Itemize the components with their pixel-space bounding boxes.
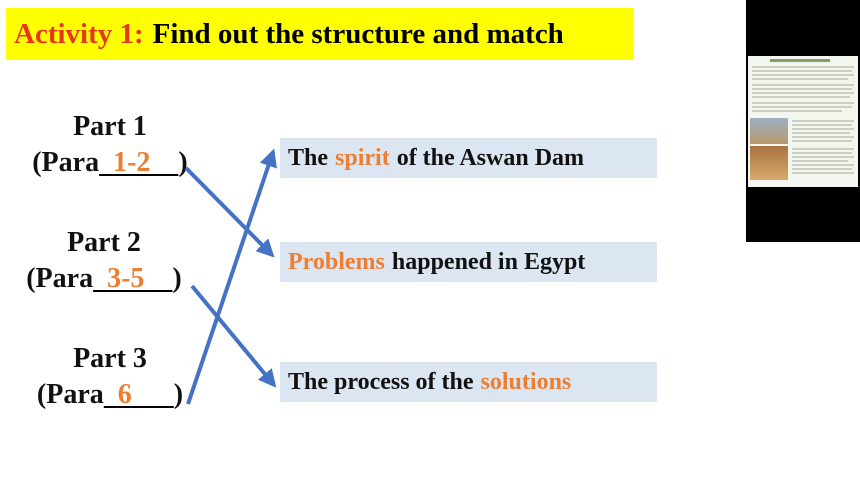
part-2-answer: 3-5	[107, 263, 145, 294]
part-1-blank: 1-2	[99, 145, 178, 181]
option-solutions[interactable]: The process of the solutions	[280, 362, 657, 402]
option-3-pre: The process of the	[288, 368, 474, 395]
part-3-close: )	[173, 379, 184, 410]
arrow-part1-to-problems	[184, 166, 275, 258]
option-3-highlight: solutions	[480, 368, 572, 395]
part-3-blank: 6	[104, 377, 174, 413]
option-problems[interactable]: Problems happened in Egypt	[280, 242, 657, 282]
textbook-page-image	[748, 56, 858, 187]
part-2-label: Part 2	[67, 227, 141, 258]
option-spirit[interactable]: The spirit of the Aswan Dam	[280, 138, 657, 178]
part-2-para: (Para 3-5 )	[14, 261, 194, 297]
option-2-post: happened in Egypt	[391, 248, 586, 275]
option-2-highlight: Problems	[288, 248, 385, 275]
part-1-label: Part 1	[73, 111, 147, 142]
part-2-para-open: (Para	[26, 263, 94, 294]
option-1-pre: The	[288, 144, 329, 171]
arrow-part2-to-solutions	[190, 284, 277, 388]
part-3: Part 3 (Para 6 )	[20, 341, 200, 413]
part-2-blank: 3-5	[93, 261, 172, 297]
part-1-close: )	[178, 147, 188, 178]
part-2-close: )	[172, 263, 182, 294]
part-3-answer: 6	[117, 379, 132, 410]
part-1-para-open: (Para	[32, 147, 100, 178]
option-1-post: of the Aswan Dam	[396, 144, 585, 171]
part-2: Part 2 (Para 3-5 )	[14, 225, 194, 297]
textbook-page-thumbnail	[746, 0, 860, 242]
part-3-para: (Para 6 )	[20, 377, 200, 413]
part-1: Part 1 (Para 1-2 )	[20, 109, 200, 181]
activity-title: Activity 1: Find out the structure and m…	[6, 8, 634, 60]
option-1-highlight: spirit	[335, 144, 390, 171]
part-1-answer: 1-2	[113, 147, 151, 178]
activity-number: Activity 1:	[14, 17, 144, 50]
arrow-part3-to-spirit	[186, 148, 277, 405]
part-3-para-open: (Para	[36, 379, 104, 410]
part-3-label: Part 3	[73, 343, 147, 374]
part-1-para: (Para 1-2 )	[20, 145, 200, 181]
activity-instruction: Find out the structure and match	[152, 17, 564, 50]
